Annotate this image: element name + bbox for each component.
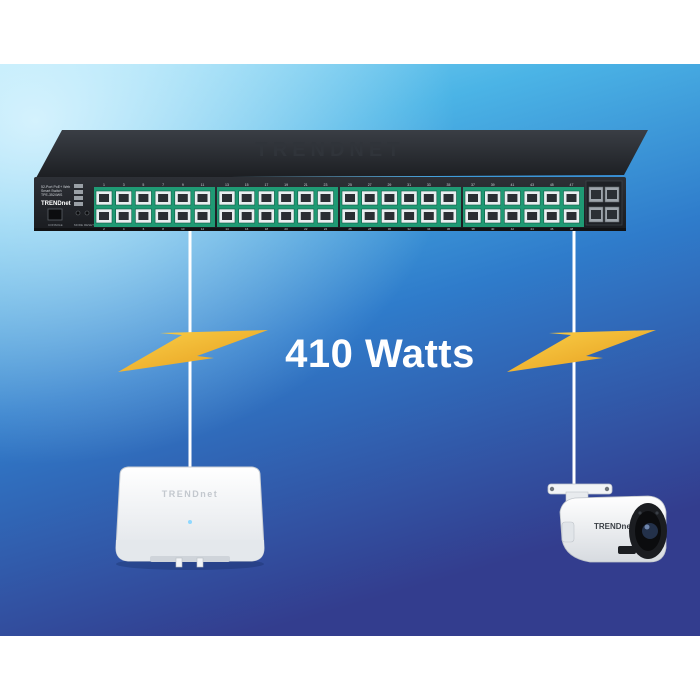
lightning-bolt-icon-right	[507, 330, 656, 372]
wireless-access-point: TRENDnet	[115, 466, 265, 570]
port-number-label: 23	[324, 183, 328, 187]
network-switch: TRENDNET 52-Port PoE+ Web Smart Switch T…	[34, 130, 648, 231]
svg-text:Smart Switch: Smart Switch	[41, 189, 62, 193]
camera-logo: TRENDnet	[594, 522, 634, 531]
port-number-label: 35	[447, 183, 451, 187]
port-number-label: 44	[530, 227, 534, 231]
svg-text:CONSOLE: CONSOLE	[48, 223, 63, 227]
bullet-camera: TRENDnet	[547, 483, 667, 563]
port-number-label: 32	[407, 227, 411, 231]
port-number-label: 33	[427, 183, 431, 187]
mode-button	[75, 210, 81, 216]
ethernet-port-array: 1234567891011121314151617181920212223242…	[94, 183, 584, 231]
camera-lens-icon	[642, 523, 658, 539]
port-number-label: 34	[427, 227, 431, 231]
port-number-label: 21	[304, 183, 308, 187]
reset-button	[84, 210, 90, 216]
port-number-label: 16	[245, 227, 249, 231]
port-number-label: 4	[123, 227, 125, 231]
port-number-label: 36	[447, 227, 451, 231]
port-number-label: 18	[265, 227, 269, 231]
port-number-label: 28	[368, 227, 372, 231]
lightning-bolt-icon-left	[118, 330, 268, 372]
port-number-label: 31	[407, 183, 411, 187]
port-number-label: 43	[530, 183, 534, 187]
port-number-label: 7	[162, 183, 164, 187]
port-number-label: 12	[201, 227, 205, 231]
port-number-label: 47	[570, 183, 574, 187]
port-number-label: 45	[550, 183, 554, 187]
port-number-label: 25	[348, 183, 352, 187]
port-number-label: 1	[103, 183, 105, 187]
port-number-label: 11	[201, 183, 205, 187]
port-number-label: 5	[142, 183, 144, 187]
port-number-label: 14	[225, 227, 229, 231]
port-number-label: 2	[103, 227, 105, 231]
status-led-icon	[188, 520, 192, 524]
port-number-label: 48	[570, 227, 574, 231]
port-number-label: 22	[304, 227, 308, 231]
port-number-label: 26	[348, 227, 352, 231]
svg-text:MODE: MODE	[74, 223, 83, 227]
port-number-label: 40	[491, 227, 495, 231]
sfp-port-array	[588, 186, 620, 223]
port-number-label: 37	[471, 183, 475, 187]
port-number-label: 30	[388, 227, 392, 231]
switch-model-text: 52-Port PoE+ Web	[41, 185, 70, 189]
port-number-label: 9	[182, 183, 184, 187]
port-number-label: 3	[123, 183, 125, 187]
port-number-label: 6	[143, 227, 145, 231]
switch-brand-logo: TRENDnet	[41, 201, 71, 207]
port-number-label: 8	[162, 227, 164, 231]
switch-top-logo: TRENDNET	[256, 139, 405, 161]
port-number-label: 38	[471, 227, 475, 231]
svg-text:RESET: RESET	[84, 223, 94, 227]
port-number-label: 19	[284, 183, 288, 187]
console-port	[47, 208, 63, 221]
port-number-label: 42	[511, 227, 515, 231]
port-number-label: 27	[368, 183, 372, 187]
port-number-label: 15	[245, 183, 249, 187]
port-number-label: 10	[181, 227, 185, 231]
access-point-logo: TRENDnet	[162, 489, 219, 499]
port-number-label: 46	[550, 227, 554, 231]
port-number-label: 39	[491, 183, 495, 187]
svg-text:TPE-3524WS: TPE-3524WS	[41, 193, 63, 197]
port-number-label: 17	[264, 183, 268, 187]
port-number-label: 29	[387, 183, 391, 187]
port-number-label: 41	[510, 183, 514, 187]
port-number-label: 13	[225, 183, 229, 187]
port-number-label: 24	[324, 227, 328, 231]
power-budget-label: 410 Watts	[285, 332, 475, 376]
port-number-label: 20	[284, 227, 288, 231]
